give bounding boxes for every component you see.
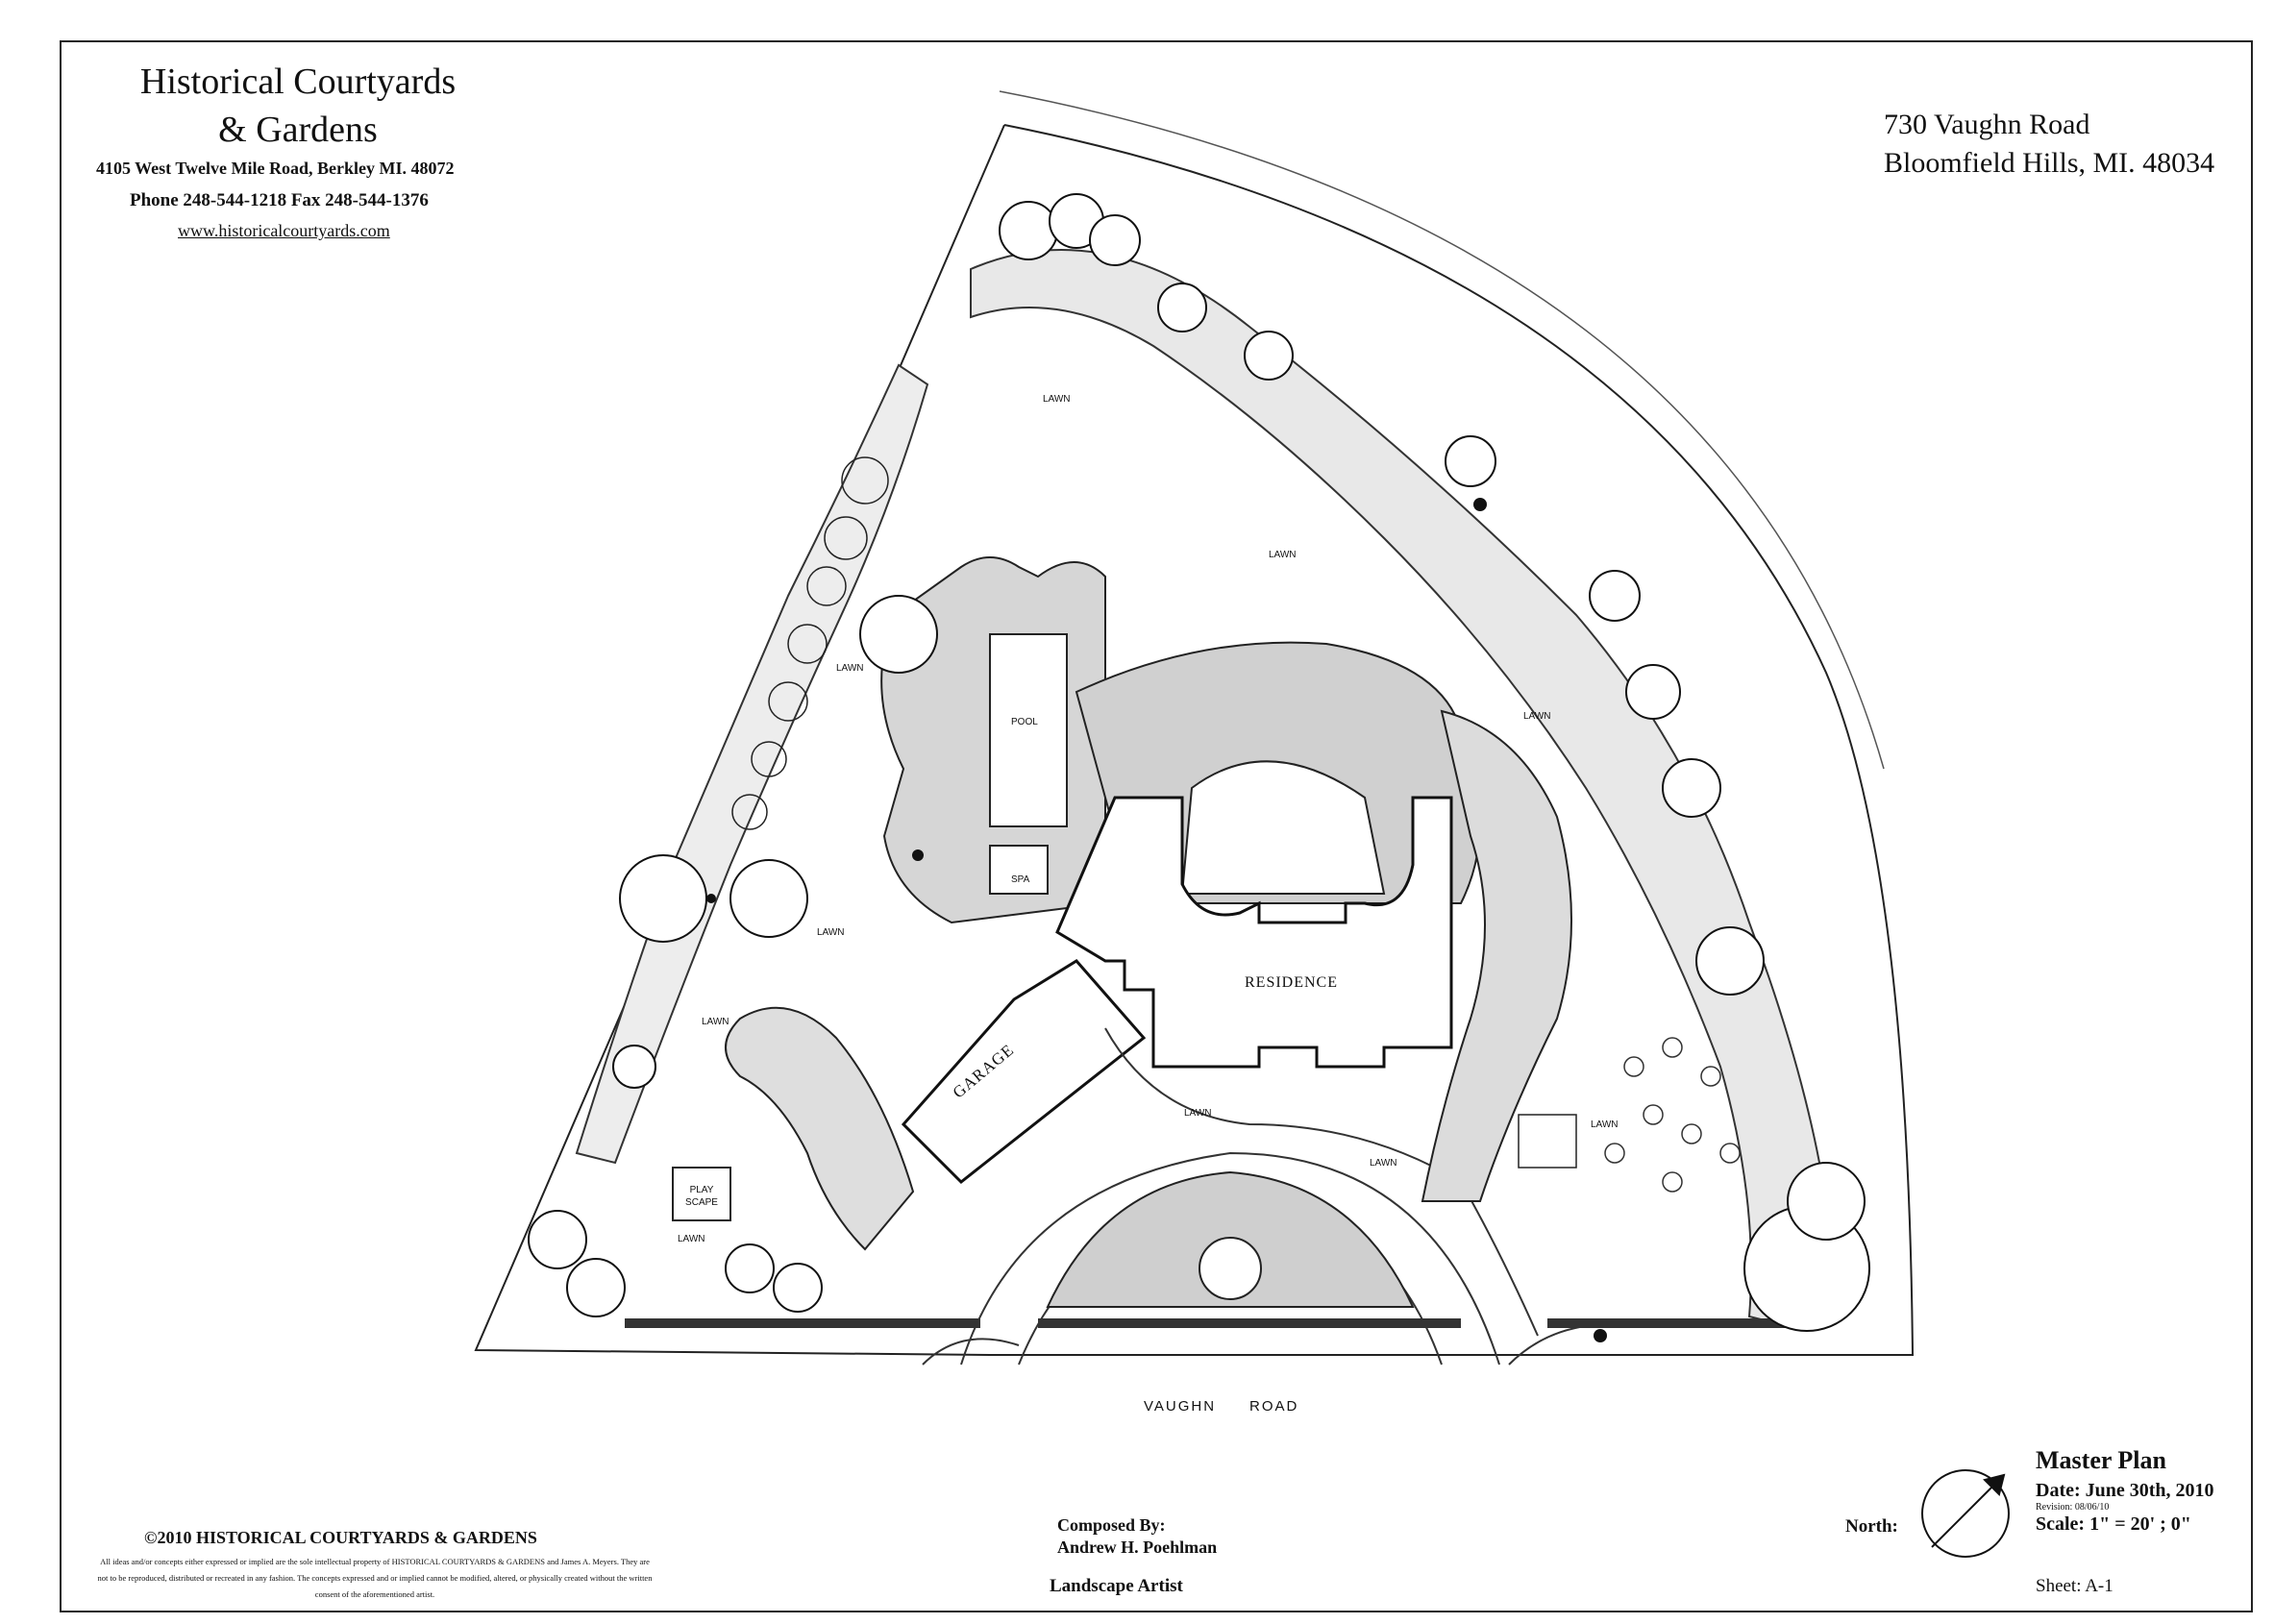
composer-name: Andrew H. Poehlman <box>1057 1538 1218 1557</box>
road-hedges <box>625 1318 1817 1328</box>
lawn-label-north: LAWN <box>1043 394 1071 405</box>
lawn-label-front-east: LAWN <box>1370 1158 1397 1169</box>
composed-by-label: Composed By: <box>1057 1515 1166 1535</box>
lawn-label-southwest: LAWN <box>817 927 845 938</box>
lawn-label-center: LAWN <box>1269 550 1297 560</box>
spa-label: SPA <box>1011 874 1030 885</box>
road-label-road: ROAD <box>1249 1398 1299 1415</box>
pool <box>989 633 1068 827</box>
drawing-title: Master Plan <box>2036 1446 2166 1474</box>
copyright-title: ©2010 HISTORICAL COURTYARDS & GARDENS <box>144 1528 537 1547</box>
garage-footprint <box>901 959 1147 1185</box>
company-address: 4105 West Twelve Mile Road, Berkley MI. … <box>96 159 455 178</box>
lawn-label-playscape: LAWN <box>678 1234 705 1244</box>
sheet-border <box>60 40 2253 1612</box>
composer-role: Landscape Artist <box>1050 1576 1183 1596</box>
copyright-text: All ideas and/or concepts either express… <box>97 1557 653 1599</box>
residence-footprint <box>1055 796 1453 1069</box>
drawing-date: Date: June 30th, 2010 <box>2036 1480 2214 1501</box>
play-scape-label: PLAY SCAPE <box>685 1185 718 1208</box>
drawing-revision: Revision: 08/06/10 <box>2036 1502 2110 1513</box>
drawing-scale: Scale: 1" = 20' ; 0" <box>2036 1513 2191 1535</box>
road-label-vaughn: VAUGHN <box>1144 1398 1217 1415</box>
residence-label: RESIDENCE <box>1245 974 1338 991</box>
site-address: 730 Vaughn Road Bloomfield Hills, MI. 48… <box>1884 106 2214 183</box>
front-courtyard <box>1046 1170 1415 1308</box>
company-phone: Phone 248-544-1218 Fax 248-544-1376 <box>130 190 429 210</box>
east-lawn-box <box>1518 1114 1577 1169</box>
east-lawn-shrubs <box>1604 1037 1741 1193</box>
lawn-label-east-box: LAWN <box>1591 1120 1619 1130</box>
play-scape-box <box>672 1167 731 1221</box>
company-website-link[interactable]: www.historicalcourtyards.com <box>178 221 390 240</box>
west-curved-bed <box>725 1006 915 1251</box>
pool-terrace <box>880 556 1106 924</box>
lawn-label-far-west: LAWN <box>702 1017 729 1027</box>
drawing-sheet-number: Sheet: A-1 <box>2036 1576 2113 1596</box>
east-side-bed <box>1421 709 1572 1202</box>
site-address-line1: 730 Vaughn Road <box>1884 109 2090 140</box>
lawn-label-east: LAWN <box>1523 711 1551 722</box>
pool-label: POOL <box>1011 717 1038 727</box>
spa <box>989 845 1049 895</box>
company-name-line2: & Gardens <box>218 110 378 150</box>
lawn-label-front: LAWN <box>1184 1108 1212 1119</box>
accent-dots <box>706 498 1607 1342</box>
outer-arc-line <box>999 90 1885 770</box>
company-name: Historical Courtyards & Gardens <box>125 58 471 154</box>
site-address-line2: Bloomfield Hills, MI. 48034 <box>1884 147 2215 179</box>
lawn-label-west: LAWN <box>836 663 864 674</box>
north-arrow <box>1921 1469 2010 1558</box>
west-border-palms <box>731 456 889 830</box>
trees <box>528 193 1870 1332</box>
company-name-line1: Historical Courtyards <box>139 62 457 102</box>
property-boundary-curve <box>990 124 1915 1356</box>
north-label: North: <box>1845 1516 1898 1537</box>
